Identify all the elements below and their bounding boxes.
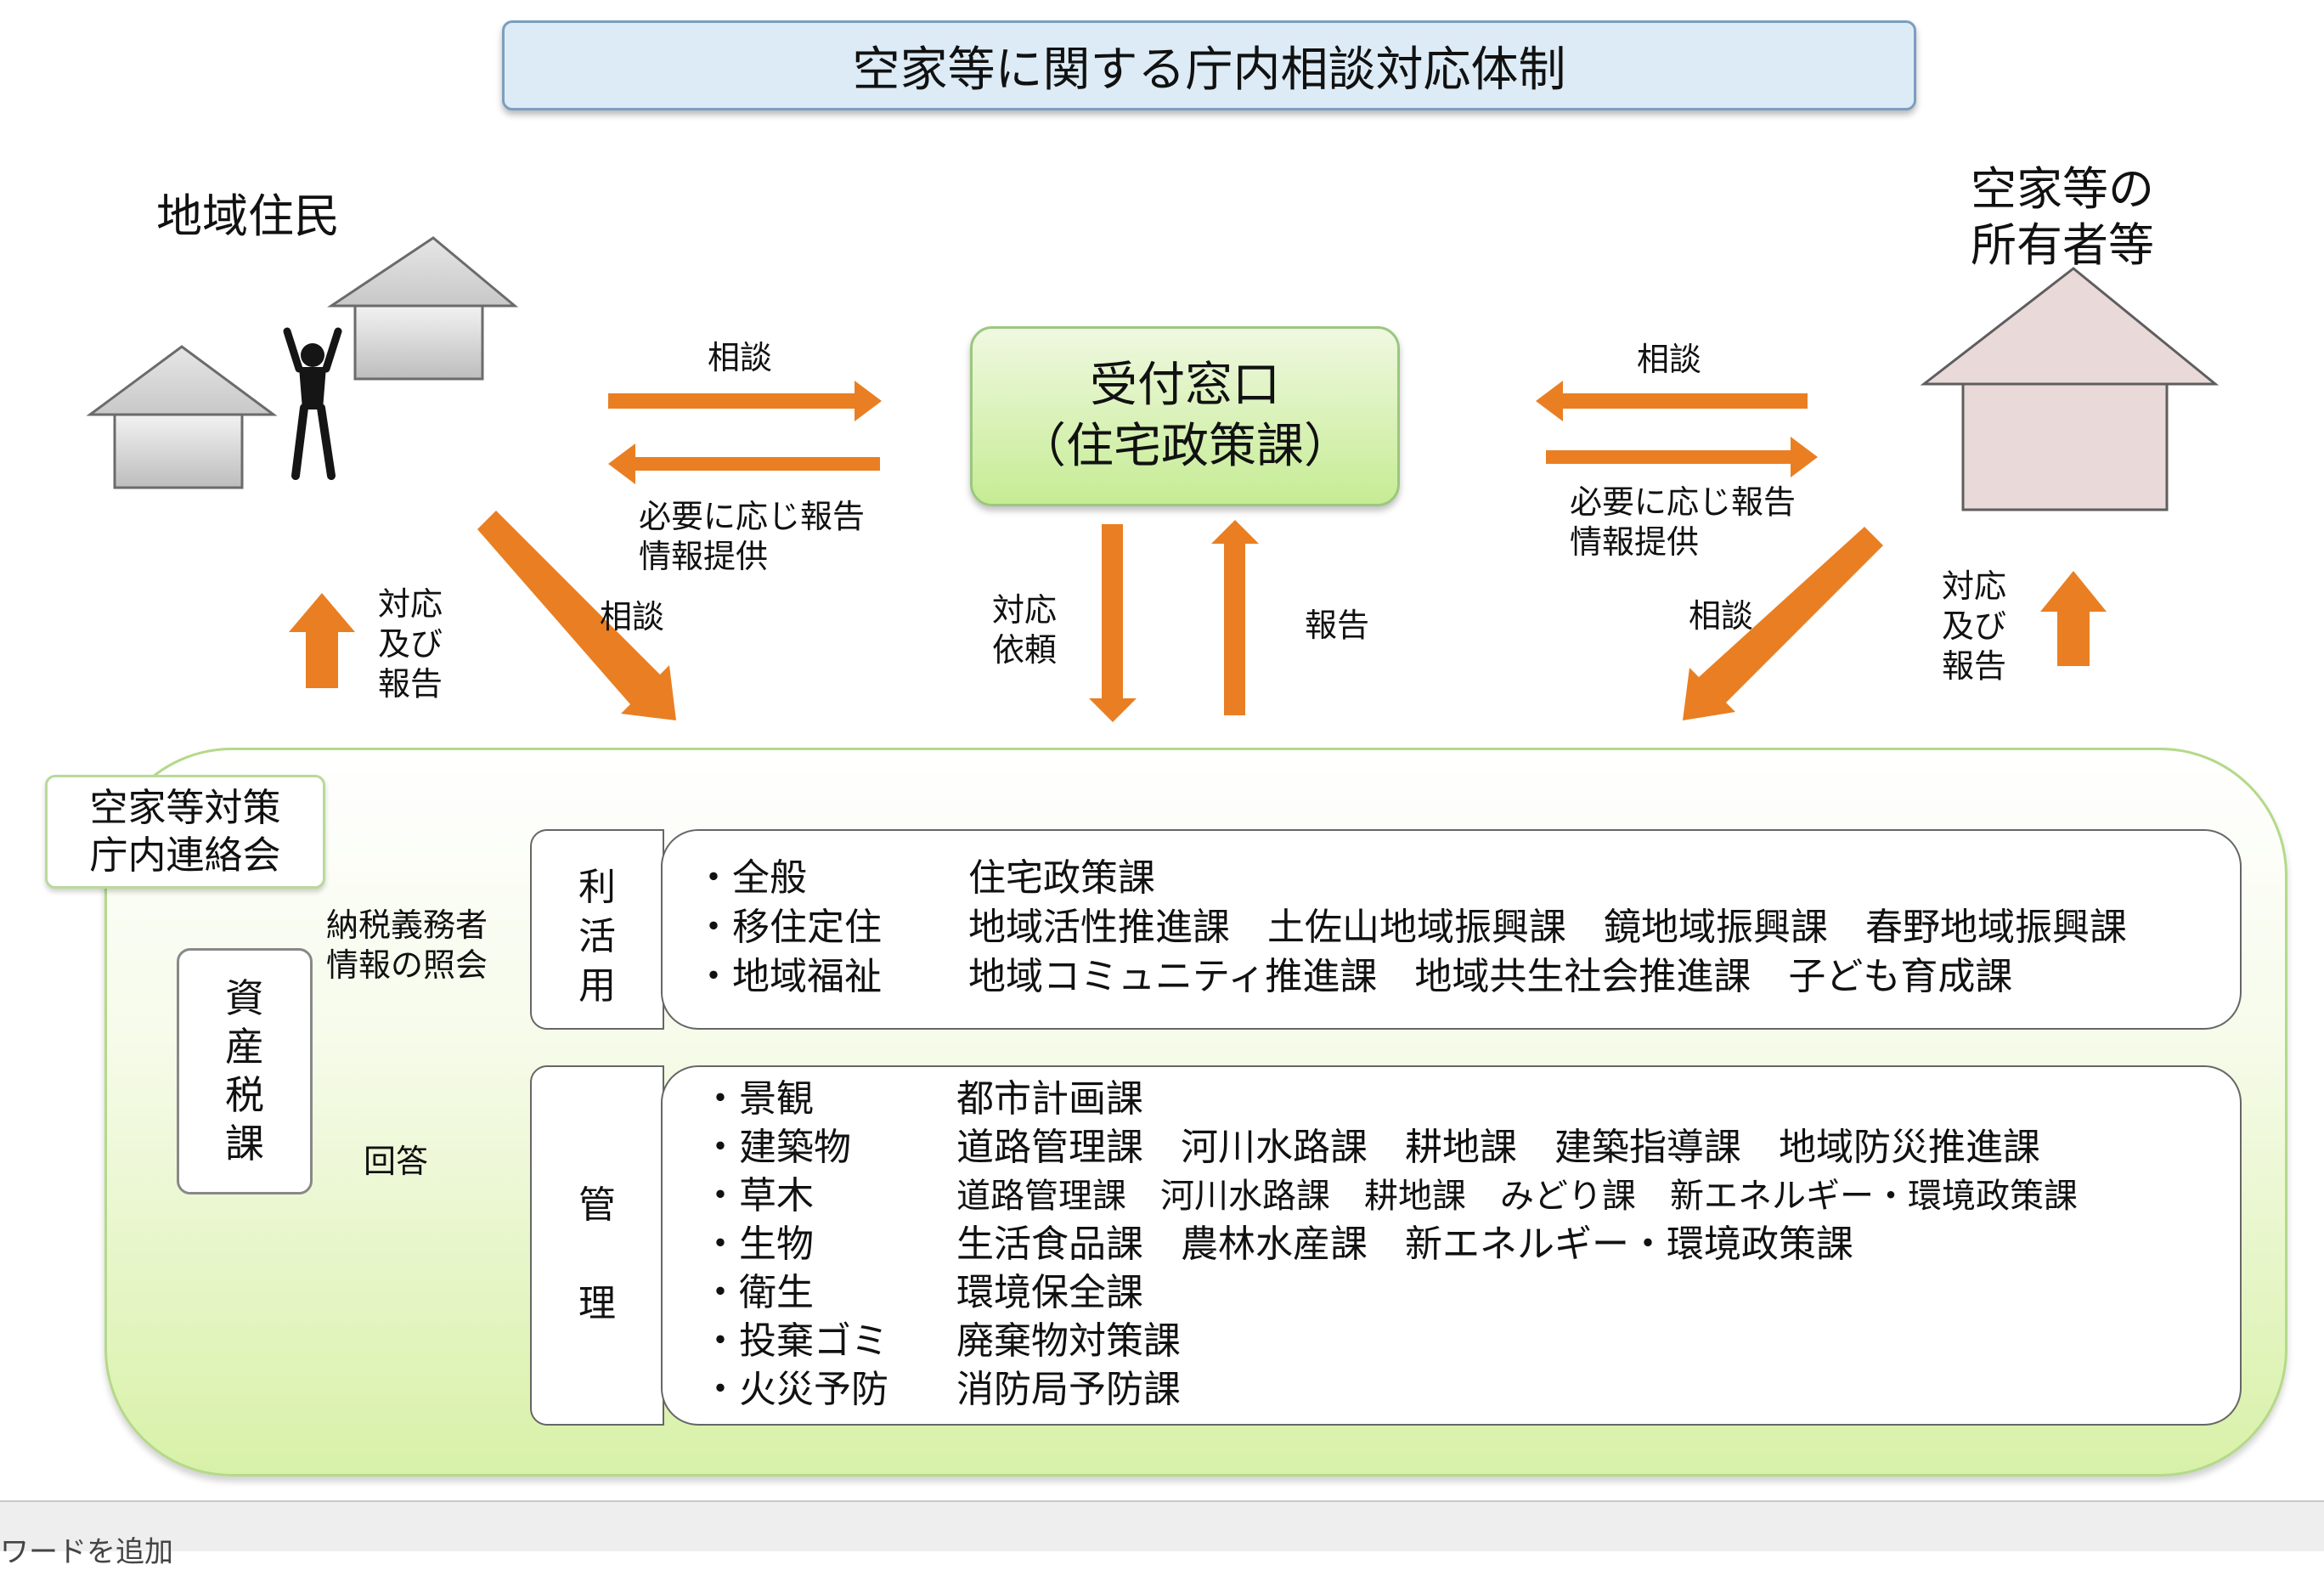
- utilization-side-char: 利: [578, 866, 616, 909]
- council-label-line2: 庁内連絡会: [89, 833, 281, 878]
- report-label-right-line1: 必要に応じ報告: [1570, 483, 1797, 521]
- management-row: ・景観 都市計画課: [702, 1077, 1143, 1121]
- utilization-topic: ・地域福祉: [695, 955, 882, 998]
- consult-diag-label-left: 相談: [600, 598, 665, 635]
- report-label-mid: 報告: [1305, 607, 1370, 644]
- council-label: 空家等対策 庁内連絡会: [45, 775, 325, 889]
- response-label-right: 対応 及び 報告: [1942, 567, 2006, 686]
- tax-dept-char: 産: [225, 1024, 264, 1070]
- management-row: ・衛生 環境保全課: [702, 1271, 1143, 1315]
- management-row: ・生物 生活食品課 農林水産課 新エネルギー・環境政策課: [702, 1223, 1853, 1267]
- owners-label-line1: 空家等の: [1971, 162, 2154, 216]
- response-arrow-to-owners: [2040, 571, 2107, 666]
- utilization-side-char: 用: [578, 964, 616, 1008]
- management-topic: ・景観: [702, 1077, 814, 1121]
- tax-dept-char: 課: [225, 1121, 264, 1166]
- bottom-toolbar: [0, 1500, 2324, 1551]
- response-label-left-line2: 及び: [378, 625, 443, 663]
- request-label-line1: 対応: [992, 591, 1058, 629]
- report-arrow-to-residents: [608, 443, 880, 484]
- management-side-box: 管 理: [530, 1065, 664, 1426]
- tax-inquiry-label-line1: 納税義務者: [326, 906, 488, 944]
- tax-dept-char: 資: [225, 975, 264, 1021]
- management-depts: 道路管理課 河川水路課 耕地課 建築指導課 地域防災推進課: [956, 1126, 2040, 1169]
- management-topic: ・建築物: [702, 1126, 851, 1169]
- management-depts: 消防局予防課: [956, 1368, 1181, 1411]
- utilization-row: ・全般 住宅政策課: [695, 856, 1155, 901]
- owner-house-icon: [1920, 267, 2220, 511]
- management-side-char: 理: [578, 1282, 616, 1325]
- consult-arrow-to-reception: [608, 381, 882, 421]
- resident-house-front-icon: [86, 345, 278, 489]
- diagram-title-text: 空家等に関する庁内相談対応体制: [852, 42, 1566, 98]
- management-row: ・建築物 道路管理課 河川水路課 耕地課 建築指導課 地域防災推進課: [702, 1126, 2040, 1170]
- management-topic: ・火災予防: [702, 1368, 888, 1411]
- response-label-left: 対応 及び 報告: [378, 585, 443, 704]
- tax-inquiry-label-line2: 情報の照会: [326, 946, 488, 984]
- report-label-left-line1: 必要に応じ報告: [639, 498, 866, 535]
- response-label-left-line3: 報告: [378, 665, 443, 703]
- resident-house-back-icon: [327, 236, 519, 381]
- reception-title: 受付窓口: [1090, 358, 1280, 413]
- utilization-topic: ・移住定住: [695, 906, 882, 949]
- council-label-line1: 空家等対策: [89, 785, 281, 830]
- owners-label: 空家等の 所有者等: [1971, 161, 2154, 274]
- utilization-side-box: 利 活 用: [530, 829, 664, 1030]
- response-label-right-line3: 報告: [1942, 647, 2007, 685]
- management-depts: 道路管理課 河川水路課 耕地課 みどり課 新エネルギー・環境政策課: [956, 1177, 2078, 1216]
- report-arrow-up: [1211, 520, 1259, 715]
- management-topic: ・投棄ゴミ: [702, 1319, 888, 1363]
- management-side-char: 管: [578, 1183, 616, 1227]
- management-depts: 廃棄物対策課: [956, 1319, 1181, 1363]
- management-row: ・投棄ゴミ 廃棄物対策課: [702, 1319, 1181, 1364]
- consult-label-left: 相談: [708, 339, 773, 376]
- diagram-title: 空家等に関する庁内相談対応体制: [502, 20, 1916, 110]
- management-row: ・草木 道路管理課 河川水路課 耕地課 みどり課 新エネルギー・環境政策課: [702, 1174, 2078, 1218]
- report-label-left-line2: 情報提供: [639, 538, 769, 575]
- response-label-right-line2: 及び: [1942, 607, 2007, 645]
- tax-dept-char: 税: [225, 1072, 264, 1118]
- tax-answer-label: 回答: [364, 1143, 429, 1180]
- utilization-depts: 住宅政策課: [968, 856, 1155, 900]
- management-list-box: [661, 1065, 2242, 1426]
- response-label-right-line1: 対応: [1942, 568, 2007, 605]
- report-label-right: 必要に応じ報告 情報提供: [1570, 483, 1796, 562]
- management-topic: ・衛生: [702, 1271, 814, 1314]
- request-label-line2: 依頼: [992, 631, 1058, 669]
- residents-label: 地域住民: [156, 189, 340, 243]
- management-depts: 都市計画課: [956, 1077, 1143, 1121]
- management-depts: 生活食品課 農林水産課 新エネルギー・環境政策課: [956, 1223, 1853, 1266]
- management-row: ・火災予防 消防局予防課: [702, 1368, 1181, 1412]
- asset-tax-dept-box: 資 産 税 課: [177, 948, 313, 1194]
- management-depts: 環境保全課: [956, 1271, 1143, 1314]
- consult-diag-label-right: 相談: [1689, 597, 1754, 635]
- consult-diag-arrow-right: [1683, 527, 1883, 720]
- reception-window: 受付窓口 （住宅政策課）: [970, 326, 1400, 506]
- report-arrow-to-owners: [1546, 437, 1818, 477]
- response-arrow-to-residents: [289, 593, 355, 688]
- utilization-depts: 地域コミュニティ推進課 地域共生社会推進課 子ども育成課: [968, 955, 2013, 998]
- utilization-depts: 地域活性推進課 土佐山地域振興課 鏡地域振興課 春野地域振興課: [968, 906, 2127, 949]
- consult-label-right: 相談: [1637, 341, 1702, 378]
- request-label: 対応 依頼: [992, 590, 1057, 670]
- utilization-topic: ・全般: [695, 856, 807, 900]
- consult-diag-arrow-left: [477, 511, 676, 720]
- owners-label-line2: 所有者等: [1971, 218, 2154, 272]
- management-topic: ・草木: [702, 1174, 814, 1217]
- response-label-left-line1: 対応: [378, 585, 443, 623]
- request-arrow-down: [1089, 524, 1137, 722]
- report-label-right-line2: 情報提供: [1570, 523, 1700, 561]
- utilization-row: ・移住定住 地域活性推進課 土佐山地域振興課 鏡地域振興課 春野地域振興課: [695, 906, 2127, 950]
- utilization-side-char: 活: [578, 915, 616, 958]
- management-topic: ・生物: [702, 1223, 814, 1266]
- report-label-left: 必要に応じ報告 情報提供: [639, 497, 865, 577]
- utilization-list-box: [661, 829, 2242, 1030]
- utilization-row: ・地域福祉 地域コミュニティ推進課 地域共生社会推進課 子ども育成課: [695, 955, 2012, 999]
- resident-person-icon: [283, 327, 342, 480]
- reception-dept: （住宅政策課）: [1018, 419, 1351, 474]
- consult-arrow-from-owners: [1536, 381, 1808, 421]
- tax-inquiry-label: 納税義務者 情報の照会: [326, 906, 488, 985]
